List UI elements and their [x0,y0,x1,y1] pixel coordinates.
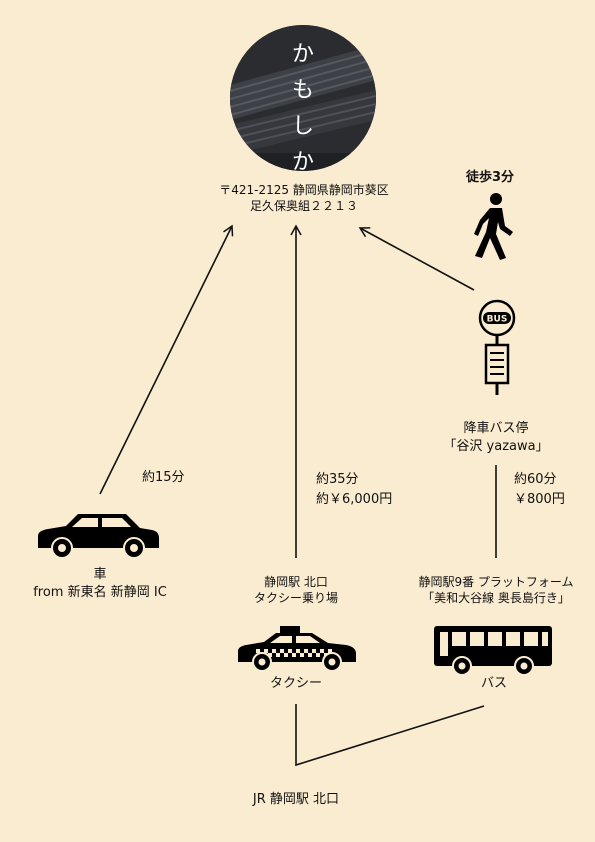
bus-stop-name-sub: 「谷沢 yazawa」 [443,439,549,454]
kamoshika-logo: かもしか [230,25,376,171]
taxi-label: タクシー [269,676,322,691]
station-label: JR 静岡駅 北口 [252,792,340,807]
logo-text: かもしか [291,42,314,171]
bus-stop-name: 降車バス停 [463,421,529,436]
car-from: from 新東名 新静岡 IC [33,585,167,600]
roof-photo [230,25,376,171]
bus-platform: 静岡駅9番 プラットフォーム 「美和大谷線 奥長島行き」 [406,574,586,606]
taxi-info: 約35分 約￥6,000円 [316,470,392,510]
taxi-icon [238,626,356,672]
address: 〒421-2125 静岡県静岡市葵区 足久保奥組２２１３ [196,182,412,214]
station-route-line [295,704,485,767]
taxi-fare: 約￥6,000円 [316,492,393,507]
car-icon [38,514,159,559]
taxi-time: 約35分 [316,472,359,487]
car-label-block: 車 from 新東名 新静岡 IC [16,566,184,602]
taxi-stand-line-2: タクシー乗り場 [253,591,338,605]
bus-stop-sign-icon: BUS [478,299,516,395]
bus-icon [434,626,552,676]
taxi-stand: 静岡駅 北口 タクシー乗り場 [226,574,366,606]
bus-platform-line-2: 「美和大谷線 奥長島行き」 [422,591,570,605]
walk-route-arrow [358,227,475,291]
walk-time: 徒歩3分 [466,170,515,185]
bus-info: 約60分 ￥800円 [514,470,565,510]
bus-time: 約60分 [514,472,557,487]
address-line-1: 〒421-2125 静岡県静岡市葵区 [219,183,389,197]
address-line-2: 足久保奥組２２１３ [249,199,358,213]
walking-person-icon [474,193,513,260]
car-route-arrow [99,224,234,495]
bus-label: バス [480,676,507,691]
bus-platform-line-1: 静岡駅9番 プラットフォーム [418,575,574,589]
bus-stop-sign-text: BUS [487,315,508,325]
taxi-stand-line-1: 静岡駅 北口 [264,575,328,589]
bus-fare: ￥800円 [514,492,565,507]
car-label: 車 [93,567,107,582]
car-time: 約15分 [142,470,185,485]
bus-stop-label: 降車バス停 「谷沢 yazawa」 [426,420,566,456]
